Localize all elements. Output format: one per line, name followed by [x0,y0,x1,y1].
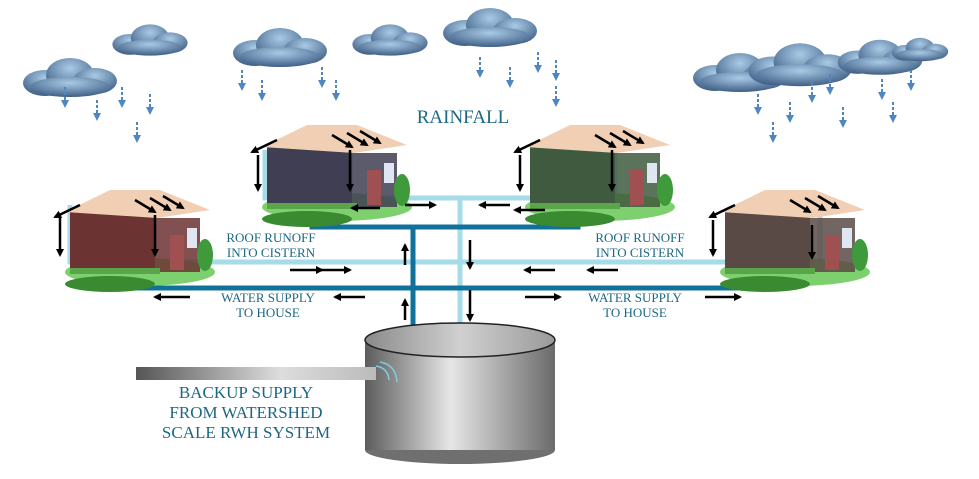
roof-runoff-arrow-icon [789,198,812,214]
supply-label-right-2: TO HOUSE [603,305,667,320]
roof [262,125,407,153]
cloud-icon [837,39,923,75]
house-wall [530,145,615,207]
houses [53,125,870,292]
roof-runoff-arrow-icon [708,203,736,219]
supply-label-left: WATER SUPPLY [221,290,315,305]
roof [65,190,210,218]
window [842,228,852,248]
backup-label: BACKUP SUPPLY [179,383,313,402]
roof-runoff-arrow-icon [817,194,840,210]
cloud-puff [844,56,916,75]
roof [720,190,865,218]
flower-bed [530,203,620,209]
runoff-label-left-2: INTO CISTERN [227,245,316,260]
door [170,235,184,270]
house-wall [70,210,155,272]
shrub [852,239,868,271]
window [647,163,657,183]
runoff-label-right: ROOF RUNOFF [595,230,684,245]
cloud-icon [23,58,117,97]
cloud-puff [30,77,110,97]
rainfall-label: RAINFALL [417,107,510,128]
hedge [720,276,810,292]
roof-runoff-arrow-icon [594,133,617,149]
roof-runoff-arrow-icon [331,133,354,149]
supply-label-left-2: TO HOUSE [236,305,300,320]
water-flow-icon [375,361,398,383]
labels: RAINFALL ROOF RUNOFF INTO CISTERN ROOF R… [162,107,685,442]
roof-runoff-arrow-icon [513,138,541,154]
house-2 [250,125,412,227]
roof-runoff-arrow-icon [149,196,172,212]
hedge [262,211,352,227]
cistern-tank [136,322,556,464]
tank-top [364,322,556,358]
runoff-label-left: ROOF RUNOFF [226,230,315,245]
door [825,235,839,270]
runoff-label-right-2: INTO CISTERN [596,245,685,260]
roof-runoff-arrow-icon [250,138,278,154]
house-3 [513,125,675,227]
shrub [394,174,410,206]
cloud-puff [450,27,530,47]
cloud-icon [112,24,188,56]
roof-runoff-arrow-icon [134,198,157,214]
house-wall [267,145,352,207]
cloud-icon [233,28,327,67]
backup-label-3: SCALE RWH SYSTEM [162,423,330,442]
backup-supply-pipe [136,367,376,380]
roof-runoff-arrow-icon [346,131,369,147]
cloud-puff [118,39,182,56]
hedge [65,276,155,292]
flower-bed [267,203,357,209]
roof-runoff-arrow-icon [804,196,827,212]
cloud-puff [358,39,422,56]
cloud-puff [240,47,320,67]
house-wall [725,210,810,272]
supply-label-right: WATER SUPPLY [588,290,682,305]
window [187,228,197,248]
roof-runoff-arrow-icon [359,129,382,145]
window [384,163,394,183]
shrub [197,239,213,271]
hedge [525,211,615,227]
door [630,170,644,205]
rain-clouds [23,8,949,97]
roof [525,125,670,153]
house-1 [53,190,215,292]
cloud-icon [443,8,537,47]
backup-label-2: FROM WATERSHED [169,403,322,422]
flower-bed [725,268,815,274]
cloud-puff [756,64,844,87]
roof-runoff-arrow-icon [609,131,632,147]
flower-bed [70,268,160,274]
roof-runoff-arrow-icon [162,194,185,210]
cloud-icon [891,37,949,62]
cloud-puff [896,49,944,62]
house-4 [708,190,870,292]
cloud-icon [748,43,852,87]
shrub [657,174,673,206]
rain-arrows [61,52,915,143]
door [367,170,381,205]
flow-arrows [56,150,816,322]
cloud-icon [352,24,428,56]
roof-runoff-arrow-icon [622,129,645,145]
